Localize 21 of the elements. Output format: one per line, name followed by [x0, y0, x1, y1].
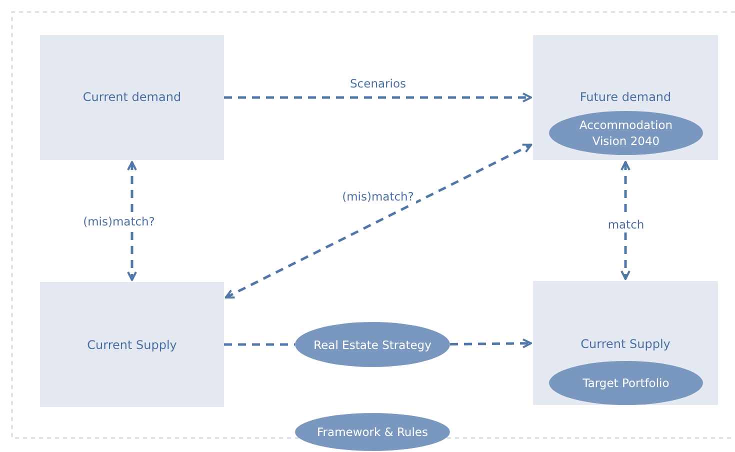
- process-box: [533, 281, 718, 405]
- node-label: Accommodation Vision 2040: [578, 117, 674, 149]
- node-label: Current Supply: [86, 337, 178, 353]
- dashed-arrow: [224, 144, 532, 299]
- node-label: Future demand: [578, 89, 672, 105]
- edge-label: (mis)match?: [340, 190, 416, 204]
- process-box: [40, 35, 224, 160]
- dashed-line: [224, 343, 295, 346]
- dashed-arrow: [620, 161, 630, 280]
- dashed-arrow: [224, 92, 532, 102]
- node-label: Real Estate Strategy: [312, 336, 432, 352]
- dashed-arrow: [450, 338, 532, 348]
- dashed-arrow: [127, 161, 137, 281]
- edge-label: match: [606, 218, 646, 232]
- node-label: Target Portfolio: [582, 375, 670, 391]
- edge-label: (mis)match?: [81, 214, 157, 230]
- process-box: [533, 35, 718, 160]
- node-label: Framework & Rules: [316, 424, 429, 440]
- process-box: [40, 282, 224, 407]
- node-label: Current demand: [82, 89, 182, 105]
- node-label: Current Supply: [580, 336, 672, 352]
